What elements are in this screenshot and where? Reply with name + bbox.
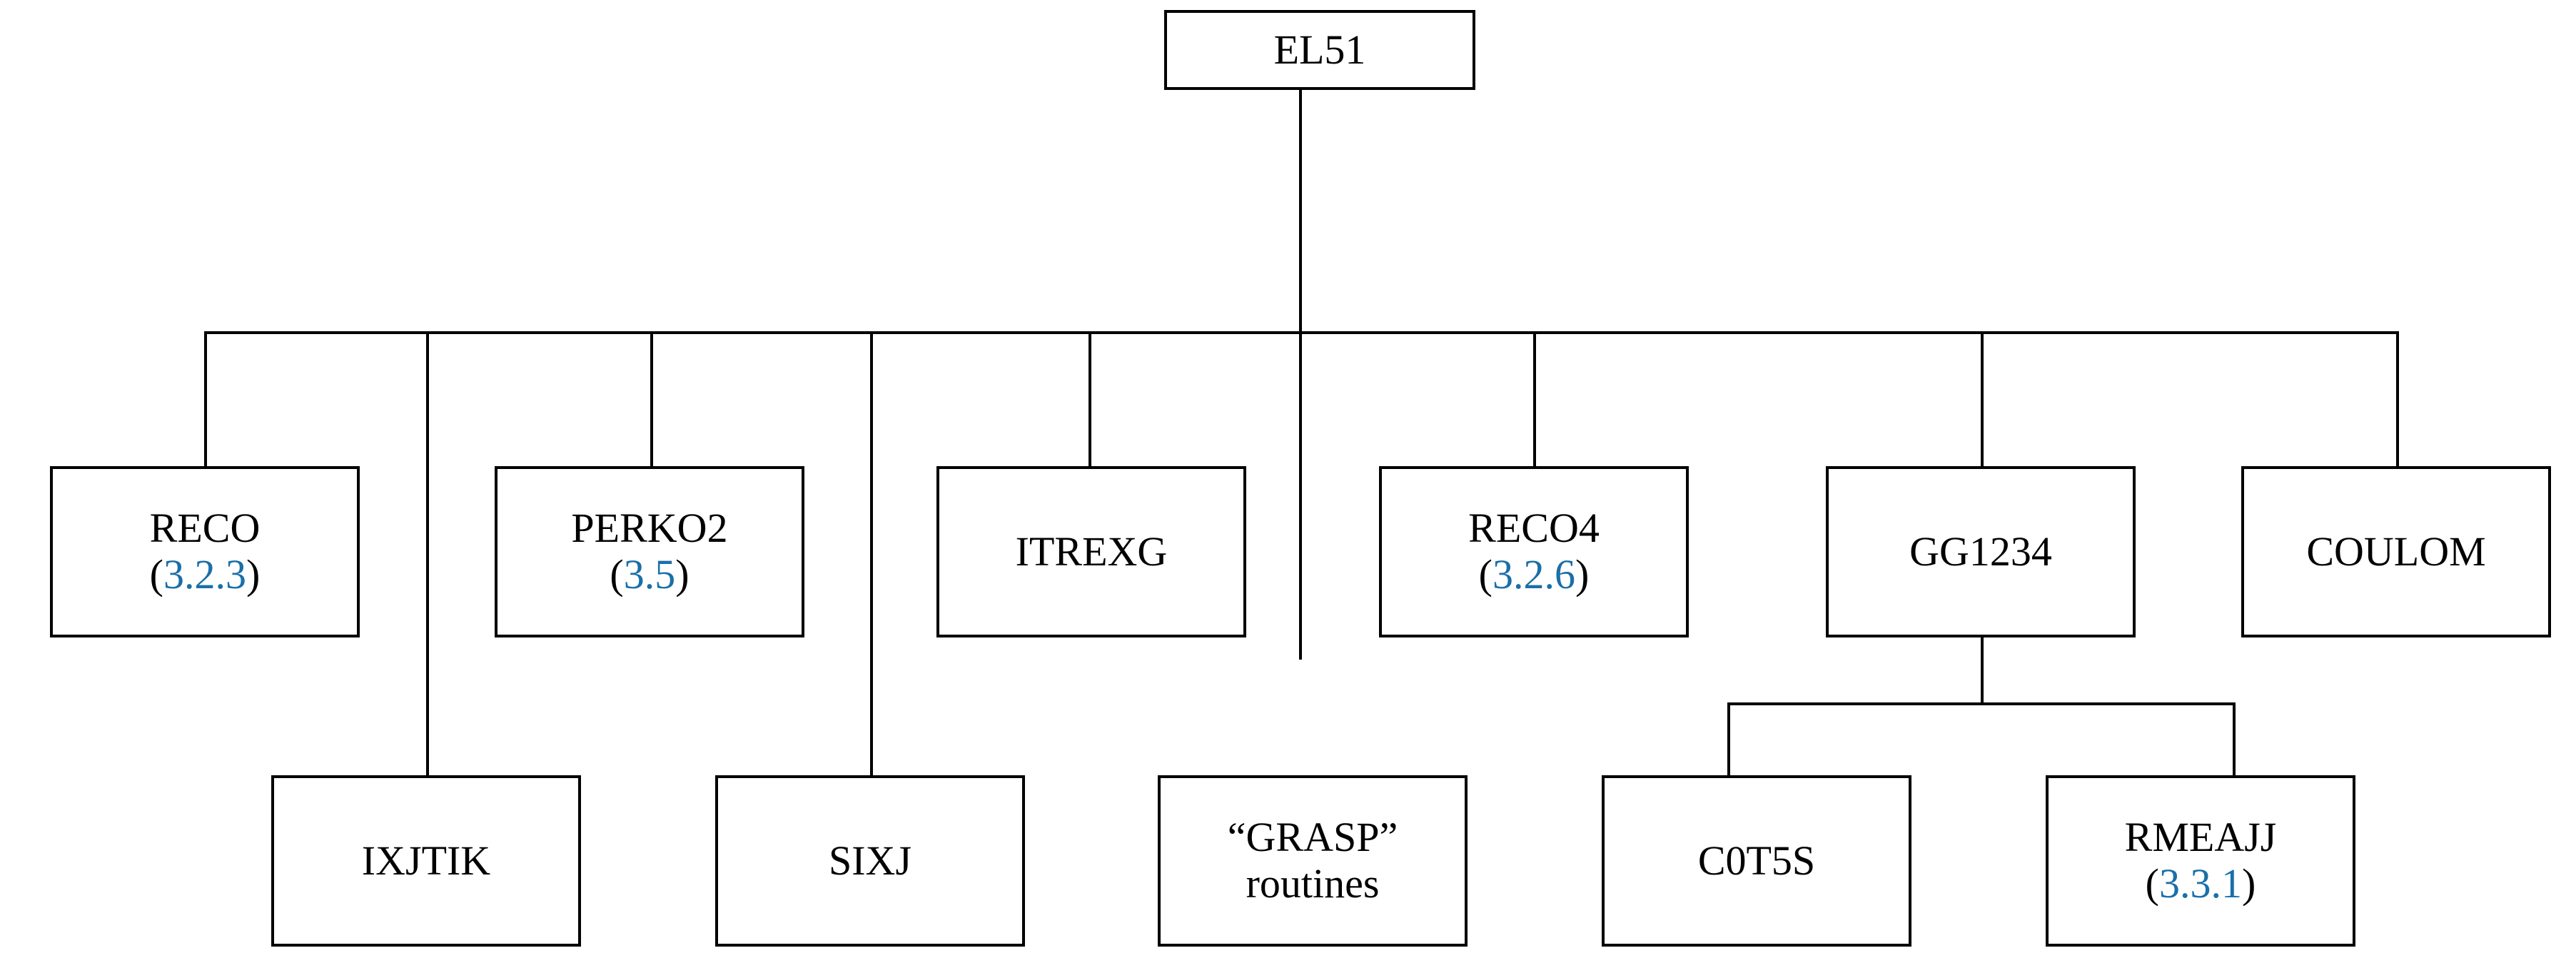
edge-bus-to-gg1234	[1981, 331, 1984, 468]
node-grasp-label: “GRASP”	[1227, 814, 1398, 861]
node-perko2[interactable]: PERKO2 (3.5)	[495, 466, 804, 637]
node-el51-label: EL51	[1273, 26, 1366, 73]
node-reco-ref: (3.2.3)	[149, 551, 261, 598]
node-reco4[interactable]: RECO4 (3.2.6)	[1379, 466, 1689, 637]
edge-bus-to-reco	[204, 331, 207, 468]
edge-bus-to-itrexg	[1089, 331, 1091, 468]
node-reco-label: RECO	[149, 505, 261, 552]
node-perko2-ref-number[interactable]: 3.5	[623, 551, 676, 598]
node-itrexg[interactable]: ITREXG	[936, 466, 1246, 637]
node-reco4-ref-number[interactable]: 3.2.6	[1492, 551, 1575, 598]
node-grasp-routines[interactable]: “GRASP” routines	[1158, 775, 1468, 947]
node-reco-ref-open: (	[149, 551, 163, 598]
node-itrexg-label: ITREXG	[1015, 528, 1168, 575]
node-el51[interactable]: EL51	[1164, 10, 1475, 90]
node-sixj-label: SIXJ	[828, 837, 912, 884]
node-reco-ref-number[interactable]: 3.2.3	[163, 551, 246, 598]
node-rmeajj[interactable]: RMEAJJ (3.3.1)	[2046, 775, 2355, 947]
edge-gg1234-to-c0t5s	[1727, 702, 1730, 775]
node-gg1234-label: GG1234	[1909, 528, 2052, 575]
node-c0t5s[interactable]: C0T5S	[1602, 775, 1911, 947]
edge-gg1234-bus	[1727, 702, 2236, 705]
node-coulom-label: COULOM	[2306, 528, 2486, 575]
edge-root-stem	[1299, 89, 1302, 660]
node-coulom[interactable]: COULOM	[2241, 466, 2551, 637]
node-reco-ref-close: )	[246, 551, 261, 598]
node-perko2-ref-open: (	[610, 551, 624, 598]
node-rmeajj-ref: (3.3.1)	[2145, 860, 2256, 907]
node-grasp-label-second-line: routines	[1246, 860, 1380, 907]
edge-bus-to-ixjtik	[426, 331, 429, 775]
node-rmeajj-ref-close: )	[2242, 860, 2256, 907]
node-perko2-ref-close: )	[675, 551, 690, 598]
node-ixjtik[interactable]: IXJTIK	[271, 775, 581, 947]
node-rmeajj-ref-number[interactable]: 3.3.1	[2159, 860, 2242, 907]
node-gg1234[interactable]: GG1234	[1826, 466, 2136, 637]
edge-bus-to-coulom	[2396, 331, 2399, 468]
node-ixjtik-label: IXJTIK	[361, 837, 491, 884]
edge-bus-to-sixj	[870, 331, 873, 775]
node-reco4-label: RECO4	[1468, 505, 1600, 552]
node-sixj[interactable]: SIXJ	[715, 775, 1025, 947]
node-rmeajj-ref-open: (	[2145, 860, 2159, 907]
edge-gg1234-to-rmeajj	[2233, 702, 2236, 775]
node-reco4-ref-open: (	[1478, 551, 1492, 598]
node-c0t5s-label: C0T5S	[1697, 837, 1816, 884]
node-perko2-ref: (3.5)	[610, 551, 690, 598]
edge-bus-to-reco4	[1533, 331, 1536, 468]
node-reco[interactable]: RECO (3.2.3)	[50, 466, 360, 637]
node-rmeajj-label: RMEAJJ	[2124, 814, 2277, 861]
edge-gg1234-stem	[1981, 635, 1984, 705]
edge-main-bus	[204, 331, 2399, 334]
node-reco4-ref: (3.2.6)	[1478, 551, 1590, 598]
node-perko2-label: PERKO2	[571, 505, 728, 552]
edge-bus-to-perko2	[650, 331, 653, 468]
node-reco4-ref-close: )	[1575, 551, 1590, 598]
